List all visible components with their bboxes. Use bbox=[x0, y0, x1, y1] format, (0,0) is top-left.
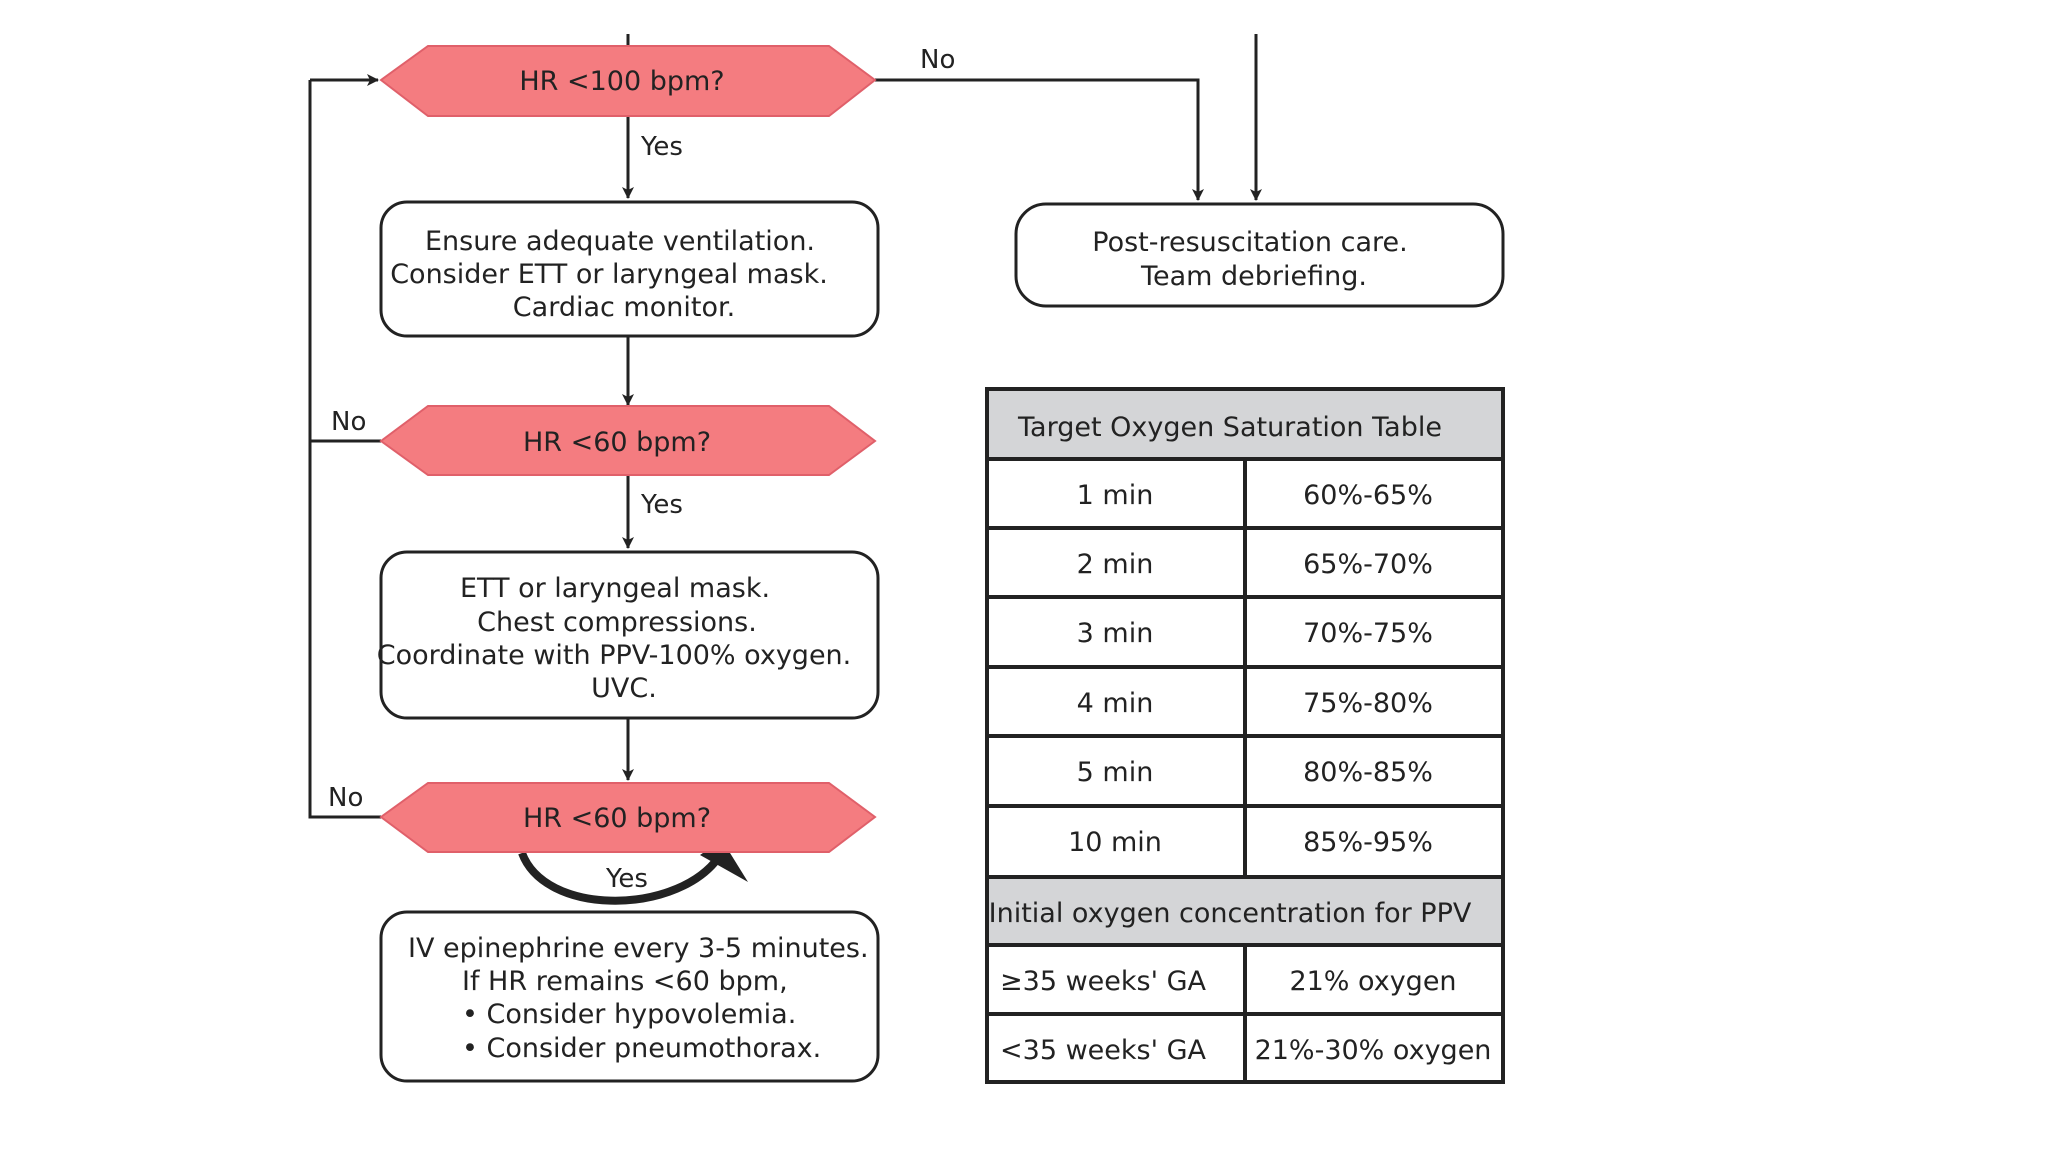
label-no-1: No bbox=[920, 45, 955, 75]
table-cell-saturation: 75%-80% bbox=[1303, 688, 1433, 719]
decision-hr-60-first-text: HR <60 bpm? bbox=[523, 427, 711, 458]
table-cell-saturation: 70%-75% bbox=[1303, 618, 1433, 649]
table-cell-oxygen: 21% oxygen bbox=[1289, 966, 1456, 997]
box-post-care bbox=[1014, 202, 1505, 308]
table-title-bg bbox=[987, 389, 1503, 459]
table-cell-saturation: 80%-85% bbox=[1303, 757, 1433, 788]
table-cell-time: 1 min bbox=[1077, 480, 1154, 511]
decision-hr-100-text: HR <100 bpm? bbox=[519, 66, 724, 97]
box-epinephrine-line3: • Consider hypovolemia. bbox=[462, 999, 796, 1030]
box-epinephrine bbox=[379, 910, 880, 1083]
box-compressions-line2: Chest compressions. bbox=[477, 607, 757, 638]
table-cell-saturation: 60%-65% bbox=[1303, 480, 1433, 511]
oxygen-table: Target Oxygen Saturation Table 1 min 60%… bbox=[985, 387, 1505, 1084]
box-compressions-line1: ETT or laryngeal mask. bbox=[460, 573, 770, 604]
table-cell-time: 3 min bbox=[1077, 618, 1154, 649]
table-cell-saturation: 85%-95% bbox=[1303, 827, 1433, 858]
decision-hr-60-second-text: HR <60 bpm? bbox=[523, 803, 711, 834]
label-no-2: No bbox=[331, 407, 366, 437]
table-title: Target Oxygen Saturation Table bbox=[1017, 412, 1442, 443]
no-loop-d3 bbox=[308, 80, 381, 819]
label-no-3: No bbox=[328, 783, 363, 813]
box-ventilation-line2: Consider ETT or laryngeal mask. bbox=[390, 259, 828, 290]
box-epinephrine-line1: IV epinephrine every 3-5 minutes. bbox=[408, 933, 869, 964]
table-cell-time: 2 min bbox=[1077, 549, 1154, 580]
decision-hr-100 bbox=[379, 45, 877, 117]
table-subtitle: Initial oxygen concentration for PPV bbox=[989, 898, 1472, 929]
box-post-care-line1: Post-resuscitation care. bbox=[1092, 227, 1407, 258]
label-yes-2: Yes bbox=[640, 490, 683, 520]
label-yes-1: Yes bbox=[640, 132, 683, 162]
box-ventilation-line1: Ensure adequate ventilation. bbox=[425, 226, 815, 257]
curved-yes-arrow bbox=[518, 851, 719, 905]
label-yes-3: Yes bbox=[605, 864, 648, 894]
box-compressions bbox=[379, 550, 880, 720]
table-cell-gestational-age: ≥35 weeks' GA bbox=[1000, 966, 1206, 997]
table-cell-oxygen: 21%-30% oxygen bbox=[1255, 1035, 1492, 1066]
table-cell-saturation: 65%-70% bbox=[1303, 549, 1433, 580]
table-cell-time: 5 min bbox=[1077, 757, 1154, 788]
box-post-care-line2: Team debriefing. bbox=[1140, 261, 1367, 292]
arrow-d1-no-to-post-care bbox=[875, 78, 1204, 201]
box-epinephrine-line2: If HR remains <60 bpm, bbox=[462, 966, 788, 997]
box-ventilation bbox=[379, 200, 880, 338]
decision-hr-60-first bbox=[379, 405, 877, 476]
box-epinephrine-line4: • Consider pneumothorax. bbox=[462, 1033, 821, 1064]
box-compressions-line4: UVC. bbox=[591, 673, 657, 704]
box-compressions-line3: Coordinate with PPV-100% oxygen. bbox=[377, 640, 852, 671]
box-ventilation-line3: Cardiac monitor. bbox=[513, 292, 735, 323]
table-subtitle-bg bbox=[987, 877, 1503, 945]
decision-hr-60-second bbox=[379, 782, 877, 853]
table-cell-time: 10 min bbox=[1068, 827, 1162, 858]
table-cell-gestational-age: <35 weeks' GA bbox=[1000, 1035, 1206, 1066]
table-cell-time: 4 min bbox=[1077, 688, 1154, 719]
